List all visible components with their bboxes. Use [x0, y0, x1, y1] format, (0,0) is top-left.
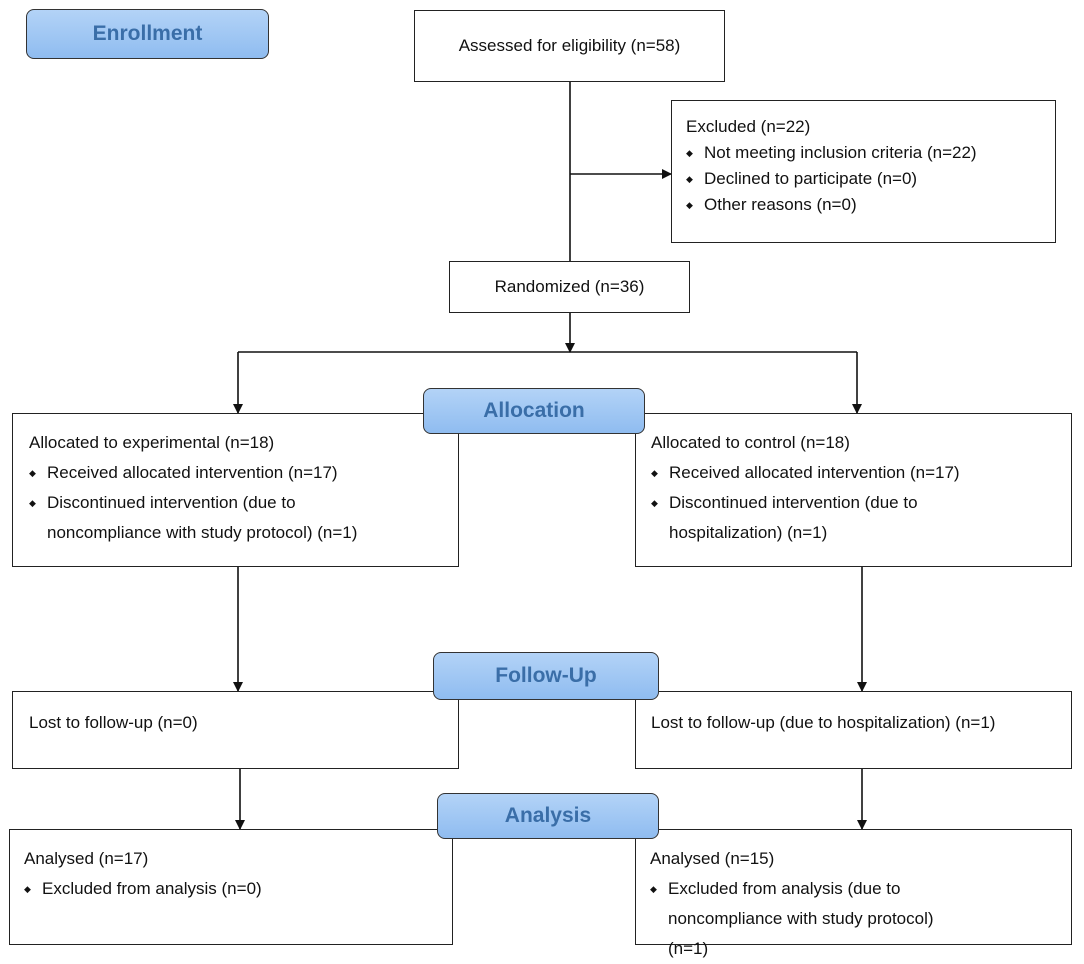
stage-allocation: Allocation [423, 388, 645, 434]
excluded-item: Declined to participate (n=0) [686, 166, 1055, 192]
excluded-box: Excluded (n=22) Not meeting inclusion cr… [671, 100, 1056, 243]
randomized-text: Randomized (n=36) [494, 277, 645, 296]
allocation-right-item: Received allocated intervention (n=17) [651, 458, 1057, 488]
analysis-right-title: Analysed (n=15) [650, 849, 775, 868]
followup-right-box: Lost to follow-up (due to hospitalizatio… [635, 691, 1072, 769]
analysis-left-title: Analysed (n=17) [24, 849, 149, 868]
stage-enrollment: Enrollment [26, 9, 269, 59]
followup-right-text: Lost to follow-up (due to hospitalizatio… [651, 713, 996, 732]
allocation-right-box: Allocated to control (n=18) Received all… [635, 413, 1072, 567]
excluded-item: Other reasons (n=0) [686, 192, 1055, 218]
followup-left-box: Lost to follow-up (n=0) [12, 691, 459, 769]
stage-enrollment-label: Enrollment [92, 22, 203, 45]
stage-followup-label: Follow-Up [495, 664, 597, 687]
stage-followup: Follow-Up [433, 652, 659, 700]
allocation-left-item: Received allocated intervention (n=17) [29, 458, 444, 488]
allocation-right-title: Allocated to control (n=18) [651, 433, 850, 452]
excluded-item: Not meeting inclusion criteria (n=22) [686, 140, 1055, 166]
analysis-right-item: Excluded from analysis (due to noncompli… [650, 874, 1057, 964]
allocation-left-item: Discontinued intervention (due to noncom… [29, 488, 444, 548]
allocation-right-item: Discontinued intervention (due to hospit… [651, 488, 1057, 548]
stage-analysis-label: Analysis [504, 804, 592, 827]
stage-allocation-label: Allocation [483, 399, 585, 422]
randomized-box: Randomized (n=36) [449, 261, 690, 313]
analysis-left-box: Analysed (n=17) Excluded from analysis (… [9, 829, 453, 945]
excluded-title: Excluded (n=22) [686, 117, 811, 136]
allocation-left-title: Allocated to experimental (n=18) [29, 433, 275, 452]
stage-analysis: Analysis [437, 793, 659, 839]
assessed-box: Assessed for eligibility (n=58) [414, 10, 725, 82]
assessed-text: Assessed for eligibility (n=58) [458, 36, 681, 55]
analysis-right-box: Analysed (n=15) Excluded from analysis (… [635, 829, 1072, 958]
analysis-left-item: Excluded from analysis (n=0) [24, 874, 452, 904]
allocation-left-box: Allocated to experimental (n=18) Receive… [12, 413, 459, 567]
followup-left-text: Lost to follow-up (n=0) [29, 713, 198, 732]
